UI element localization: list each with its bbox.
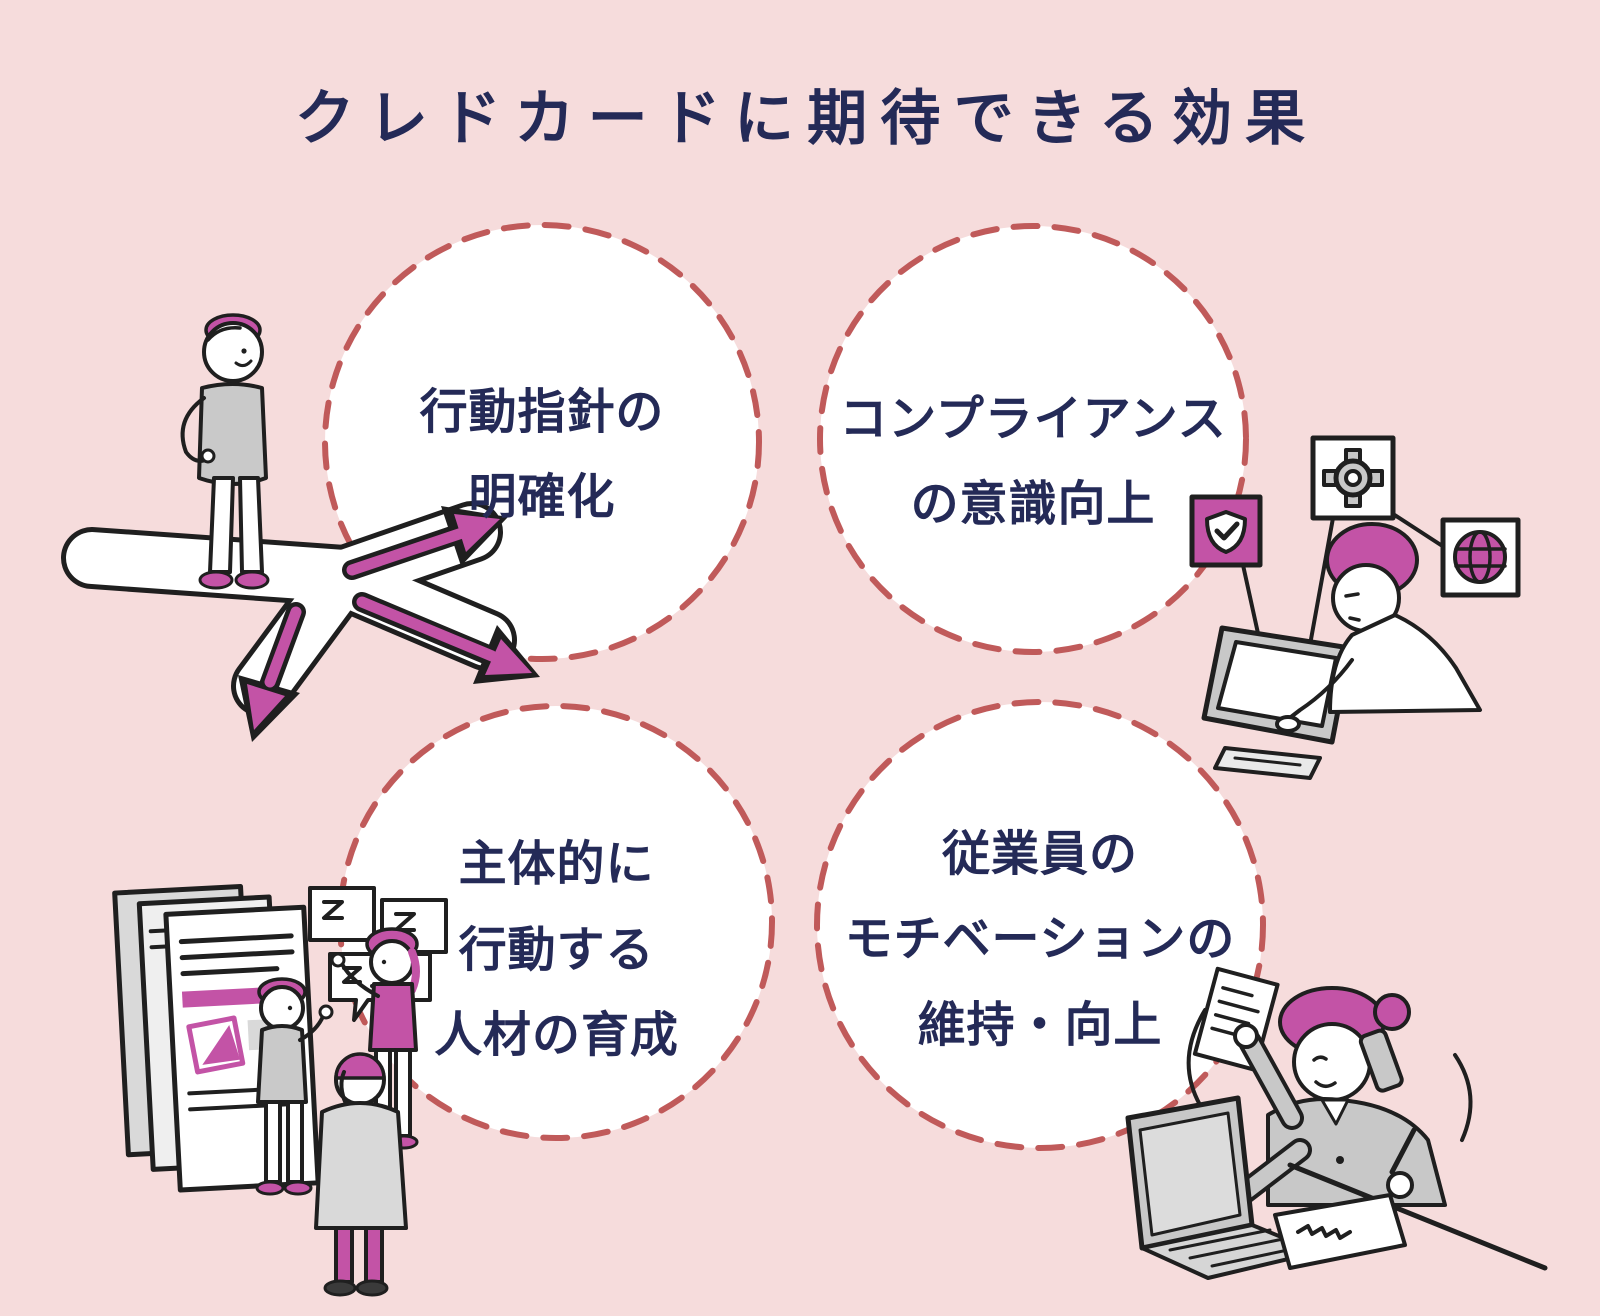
listening-person-right xyxy=(314,1052,408,1297)
effect-circle-2 xyxy=(817,223,1249,655)
circle-text-line: 維持・向上 xyxy=(917,996,1163,1053)
illustration-documents-people xyxy=(112,883,448,1297)
effect-circle-4 xyxy=(814,699,1266,1151)
circle-label-proactive-talent: 主体的に 行動する 人材の育成 xyxy=(338,704,775,1141)
laptop xyxy=(1125,1095,1320,1280)
circle-text-line: 明確化 xyxy=(468,469,616,525)
circle-text-line: 行動指針の xyxy=(419,383,665,440)
discussing-person-left xyxy=(255,977,334,1196)
circle-text-line: 行動する xyxy=(458,921,655,978)
desk-edge xyxy=(1287,1162,1548,1271)
circle-text-line: 主体的に xyxy=(458,836,655,893)
standing-person xyxy=(180,313,270,590)
circle-text-line: 人材の育成 xyxy=(434,1007,679,1064)
circle-text-line: の意識向上 xyxy=(910,476,1156,532)
illustration-compliance-computer xyxy=(1189,435,1521,780)
illustration-person-at-crossroads xyxy=(61,313,540,742)
shield-check-icon xyxy=(1189,494,1263,568)
illustration-phone-woman xyxy=(1125,966,1548,1280)
circle-text-line: 従業員の xyxy=(942,825,1138,882)
direction-arrows xyxy=(238,506,540,742)
gear-icon xyxy=(1310,435,1396,521)
circle-text-line: モチベーションの xyxy=(844,911,1236,968)
computer-person xyxy=(1275,522,1482,733)
desk-paper xyxy=(1273,1193,1407,1270)
seated-woman xyxy=(1195,986,1447,1235)
circle-text-line: コンプライアンス xyxy=(839,390,1227,447)
motion-arc-right xyxy=(1453,1053,1473,1142)
page-title: クレドカードに期待できる効果 xyxy=(294,84,1319,154)
circle-label-action-guidelines: 行動指針の 明確化 xyxy=(322,222,762,662)
motion-arc-left xyxy=(1186,1008,1207,1107)
circle-label-compliance-awareness: コンプライアンス の意識向上 xyxy=(818,224,1248,654)
circle-label-employee-motivation: 従業員の モチベーションの 維持・向上 xyxy=(815,700,1265,1150)
globe-icon xyxy=(1440,517,1521,598)
